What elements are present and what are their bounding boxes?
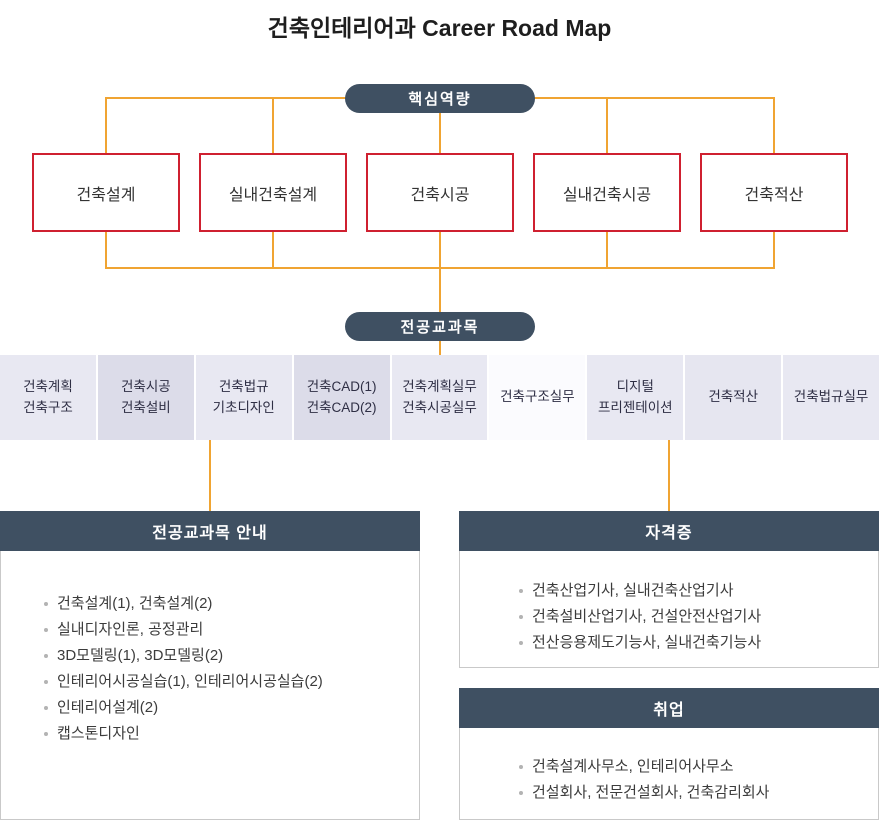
course-guide-title: 전공교과목 안내 xyxy=(0,511,420,551)
course-guide-list: 건축설계(1), 건축설계(2) 실내디자인론, 공정관리 3D모델링(1), … xyxy=(1,551,419,747)
course-box: 건축CAD(1) 건축CAD(2) xyxy=(293,355,390,440)
course-box: 건축법규실무 xyxy=(783,355,879,440)
list-item: 인테리어설계(2) xyxy=(43,695,399,721)
competency-box: 건축시공 xyxy=(366,153,514,232)
connector-line xyxy=(439,230,441,269)
list-item: 전산응용제도기능사, 실내건축기능사 xyxy=(518,630,858,656)
connector-line xyxy=(272,230,274,269)
course-box: 건축계획 건축구조 xyxy=(0,355,96,440)
course-box: 건축구조실무 xyxy=(489,355,586,440)
course-box: 건축적산 xyxy=(685,355,782,440)
course-box: 건축계획실무 건축시공실무 xyxy=(391,355,488,440)
connector-line xyxy=(668,439,670,512)
connector-line xyxy=(606,230,608,269)
connector-line xyxy=(105,230,107,269)
list-item: 건축설계(1), 건축설계(2) xyxy=(43,591,399,617)
list-item: 건설회사, 전문건설회사, 건축감리회사 xyxy=(518,780,858,806)
course-box: 건축법규 기초디자인 xyxy=(195,355,292,440)
connector-line xyxy=(773,97,775,155)
connector-line xyxy=(439,267,441,314)
certificates-list: 건축산업기사, 실내건축산업기사 건축설비산업기사, 건설안전산업기사 전산응용… xyxy=(460,551,878,656)
connector-line xyxy=(272,97,274,155)
list-item: 3D모델링(1), 3D모델링(2) xyxy=(43,643,399,669)
competency-box: 실내건축설계 xyxy=(199,153,347,232)
list-item: 캡스톤디자인 xyxy=(43,721,399,747)
employment-title: 취업 xyxy=(459,688,879,728)
list-item: 실내디자인론, 공정관리 xyxy=(43,617,399,643)
certificates-body: 건축산업기사, 실내건축산업기사 건축설비산업기사, 건설안전산업기사 전산응용… xyxy=(459,551,879,668)
connector-line xyxy=(209,439,211,512)
connector-line xyxy=(606,97,608,155)
connector-line xyxy=(773,230,775,269)
major-courses-badge: 전공교과목 xyxy=(345,312,535,341)
page-title: 건축인테리어과 Career Road Map xyxy=(267,15,612,41)
list-item: 건축설계사무소, 인테리어사무소 xyxy=(518,754,858,780)
competency-box: 건축설계 xyxy=(32,153,180,232)
certificates-title: 자격증 xyxy=(459,511,879,551)
employment-body: 건축설계사무소, 인테리어사무소 건설회사, 전문건설회사, 건축감리회사 xyxy=(459,728,879,820)
course-box: 건축시공 건축설비 xyxy=(97,355,194,440)
connector-line xyxy=(439,341,441,356)
employment-list: 건축설계사무소, 인테리어사무소 건설회사, 전문건설회사, 건축감리회사 xyxy=(460,728,878,806)
connector-line xyxy=(439,97,441,155)
list-item: 건축설비산업기사, 건설안전산업기사 xyxy=(518,604,858,630)
major-course-strip: 건축계획 건축구조 건축시공 건축설비 건축법규 기초디자인 건축CAD(1) … xyxy=(0,355,879,440)
list-item: 인테리어시공실습(1), 인테리어시공실습(2) xyxy=(43,669,399,695)
connector-line xyxy=(105,97,107,155)
list-item: 건축산업기사, 실내건축산업기사 xyxy=(518,578,858,604)
course-box: 디지털 프리젠테이션 xyxy=(587,355,684,440)
course-guide-panel: 전공교과목 안내 건축설계(1), 건축설계(2) 실내디자인론, 공정관리 3… xyxy=(0,511,420,820)
core-competency-badge: 핵심역량 xyxy=(345,84,535,113)
competency-box: 실내건축시공 xyxy=(533,153,681,232)
employment-panel: 취업 건축설계사무소, 인테리어사무소 건설회사, 전문건설회사, 건축감리회사 xyxy=(459,688,879,820)
course-guide-body: 건축설계(1), 건축설계(2) 실내디자인론, 공정관리 3D모델링(1), … xyxy=(0,551,420,820)
certificates-panel: 자격증 건축산업기사, 실내건축산업기사 건축설비산업기사, 건설안전산업기사 … xyxy=(459,511,879,668)
competency-box: 건축적산 xyxy=(700,153,848,232)
